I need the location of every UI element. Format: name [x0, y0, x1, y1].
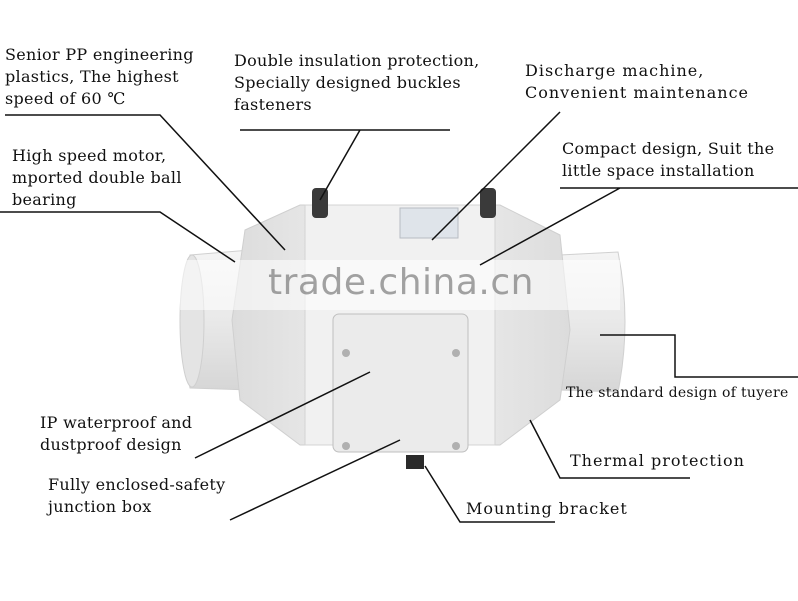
label-junction: Fully enclosed-safety junction box [48, 475, 226, 516]
right-clip [480, 188, 496, 218]
junction-box [332, 313, 469, 453]
label-compact: Compact design, Suit the little space in… [562, 139, 775, 180]
label-tuyere: The standard design of tuyere [566, 385, 789, 401]
label-thermal: Thermal protection [570, 451, 745, 470]
label-pp-plastics: Senior PP engineering plastics, The high… [5, 45, 194, 108]
label-motor: High speed motor, mported double ball be… [12, 146, 182, 209]
label-discharge: Discharge machine, Convenient maintenanc… [525, 61, 750, 102]
label-bracket: Mounting bracket [466, 499, 628, 518]
label-waterproof: IP waterproof and dustproof design [40, 413, 193, 454]
cable [406, 455, 424, 469]
leader-lines [0, 111, 798, 523]
label-insulation: Double insulation protection, Specially … [234, 51, 480, 114]
left-clip [312, 188, 328, 218]
watermark: trade.china.cn [268, 262, 534, 303]
